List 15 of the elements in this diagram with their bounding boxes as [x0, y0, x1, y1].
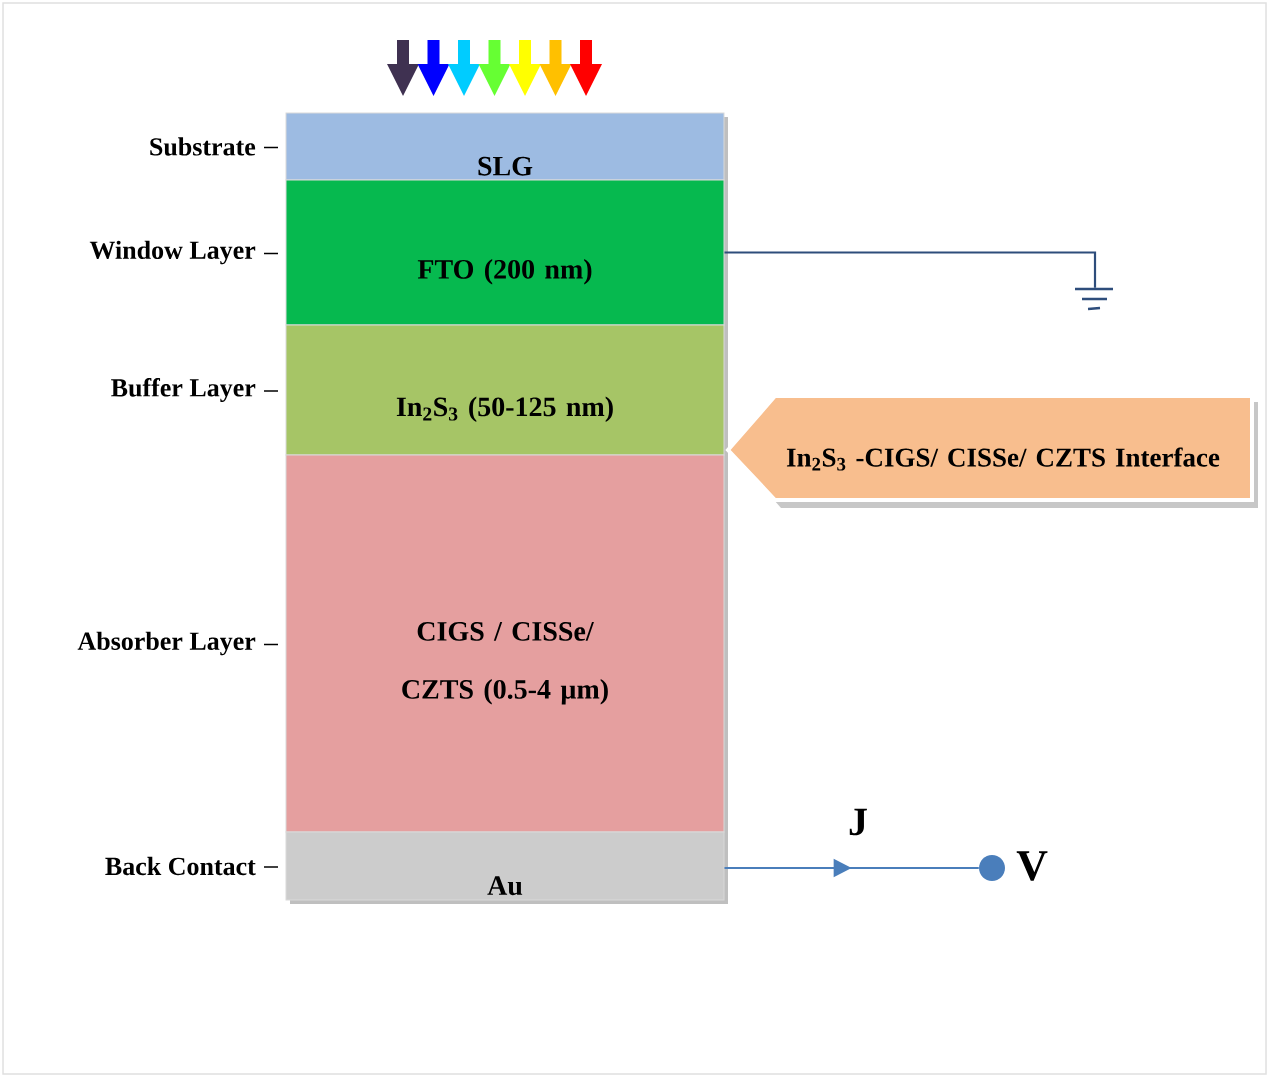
layer-label: Substrate	[150, 137, 279, 156]
layer-label: Buffer Layer	[111, 378, 279, 402]
layer-label: Window Layer	[89, 240, 279, 265]
layer-box: FTO (200 nm)	[285, 179, 728, 329]
layer-label: Back Contact	[105, 856, 279, 876]
layer-box: SLG	[285, 112, 728, 184]
edge-label: J	[849, 808, 867, 836]
layer-box: Au	[285, 831, 728, 904]
terminal-dot	[979, 855, 1005, 881]
layer-box: In$_{2}$S$_{3}$ (50-125 nm)	[285, 324, 728, 459]
layer-box: CIGS / CISSe/ CZTS (0.5-4 µm)	[285, 454, 728, 836]
connector-line	[724, 251, 1097, 288]
ground-symbol	[1073, 287, 1115, 311]
terminal-label: V	[1016, 851, 1048, 881]
layer-label: Absorber Layer	[77, 631, 279, 656]
